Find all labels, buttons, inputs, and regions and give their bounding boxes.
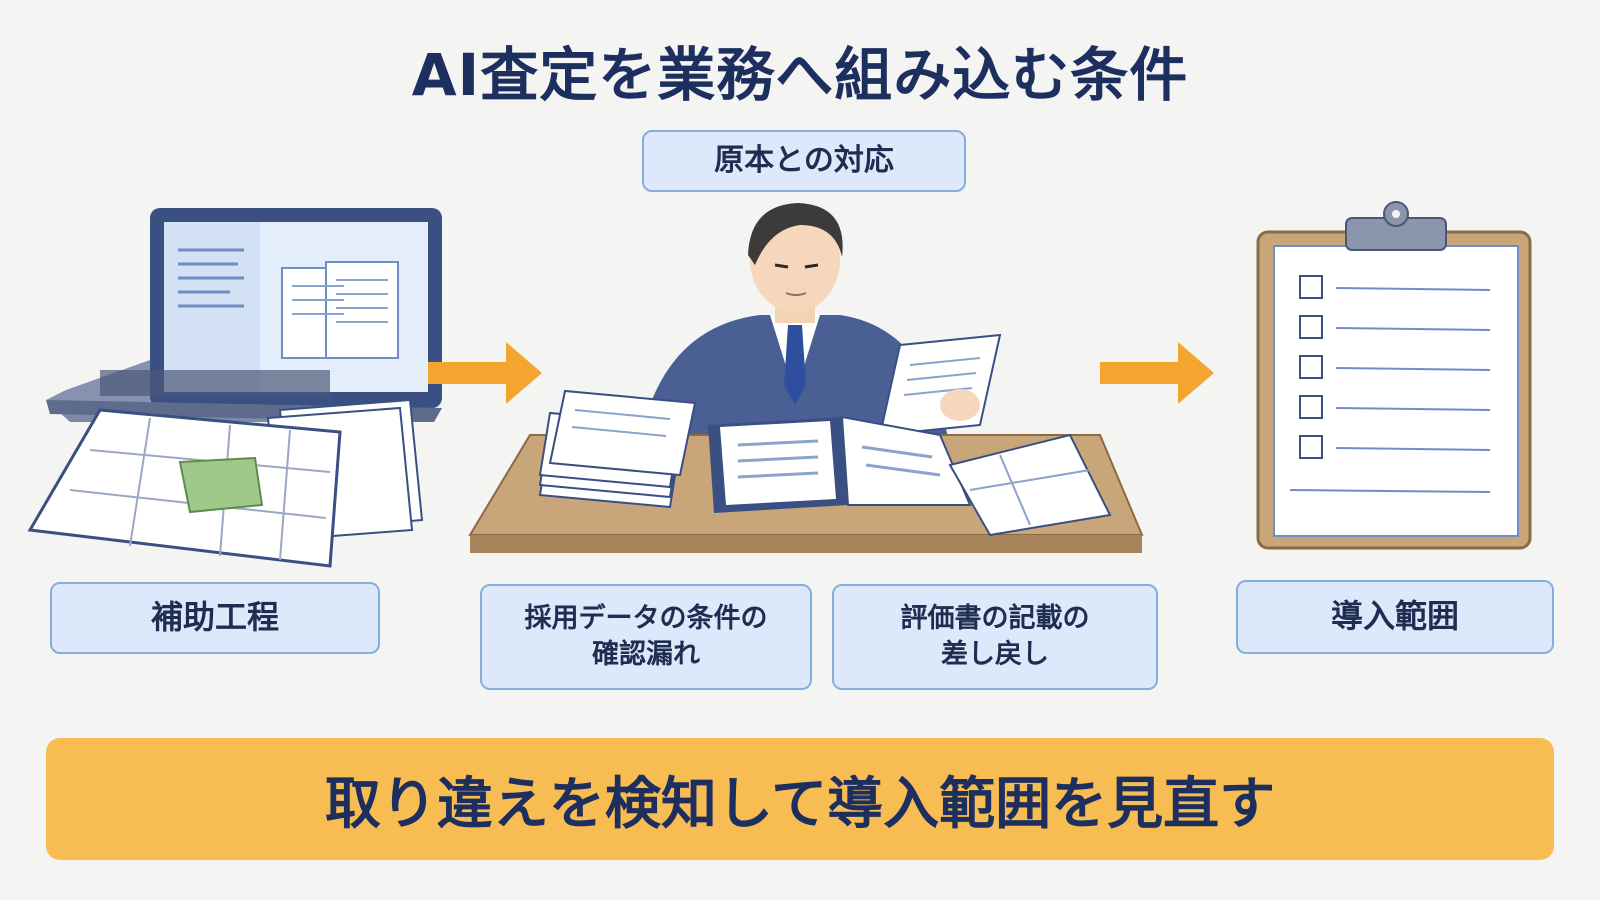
label-data-condition-oversight: 採用データの条件の 確認漏れ [480, 584, 812, 690]
laptop-map-illustration [27, 208, 442, 568]
label-text-line2: 差し戻し [941, 639, 1049, 670]
conclusion-banner: 取り違えを検知して導入範囲を見直す [46, 738, 1554, 860]
page-title: AI査定を業務へ組み込む条件 [411, 41, 1189, 109]
arrow-right-icon [428, 342, 542, 404]
banner-text: 取り違えを検知して導入範囲を見直す [324, 771, 1276, 837]
map-document-icon [27, 398, 424, 568]
label-text-line2: 確認漏れ [592, 639, 700, 670]
label-original-correspondence: 原本との対応 [642, 130, 966, 192]
document-stack-icon [538, 389, 697, 509]
label-text-line1: 評価書の記載の [900, 602, 1090, 634]
label-text: 補助工程 [150, 598, 279, 637]
label-introduction-scope: 導入範囲 [1236, 580, 1554, 654]
binder-icon [708, 415, 972, 513]
label-report-return: 評価書の記載の 差し戻し [832, 584, 1158, 690]
label-text: 原本との対応 [714, 142, 894, 178]
arrow-right-icon [1100, 342, 1214, 404]
floor-plan-icon [948, 433, 1112, 537]
reviewer-person-icon [640, 203, 1002, 445]
label-text-line1: 採用データの条件の [524, 602, 768, 634]
laptop-icon [46, 208, 442, 422]
reviewer-illustration [468, 203, 1144, 553]
clipboard-checklist-icon [1256, 201, 1532, 550]
label-auxiliary-process: 補助工程 [50, 582, 380, 654]
label-text: 導入範囲 [1330, 597, 1459, 636]
